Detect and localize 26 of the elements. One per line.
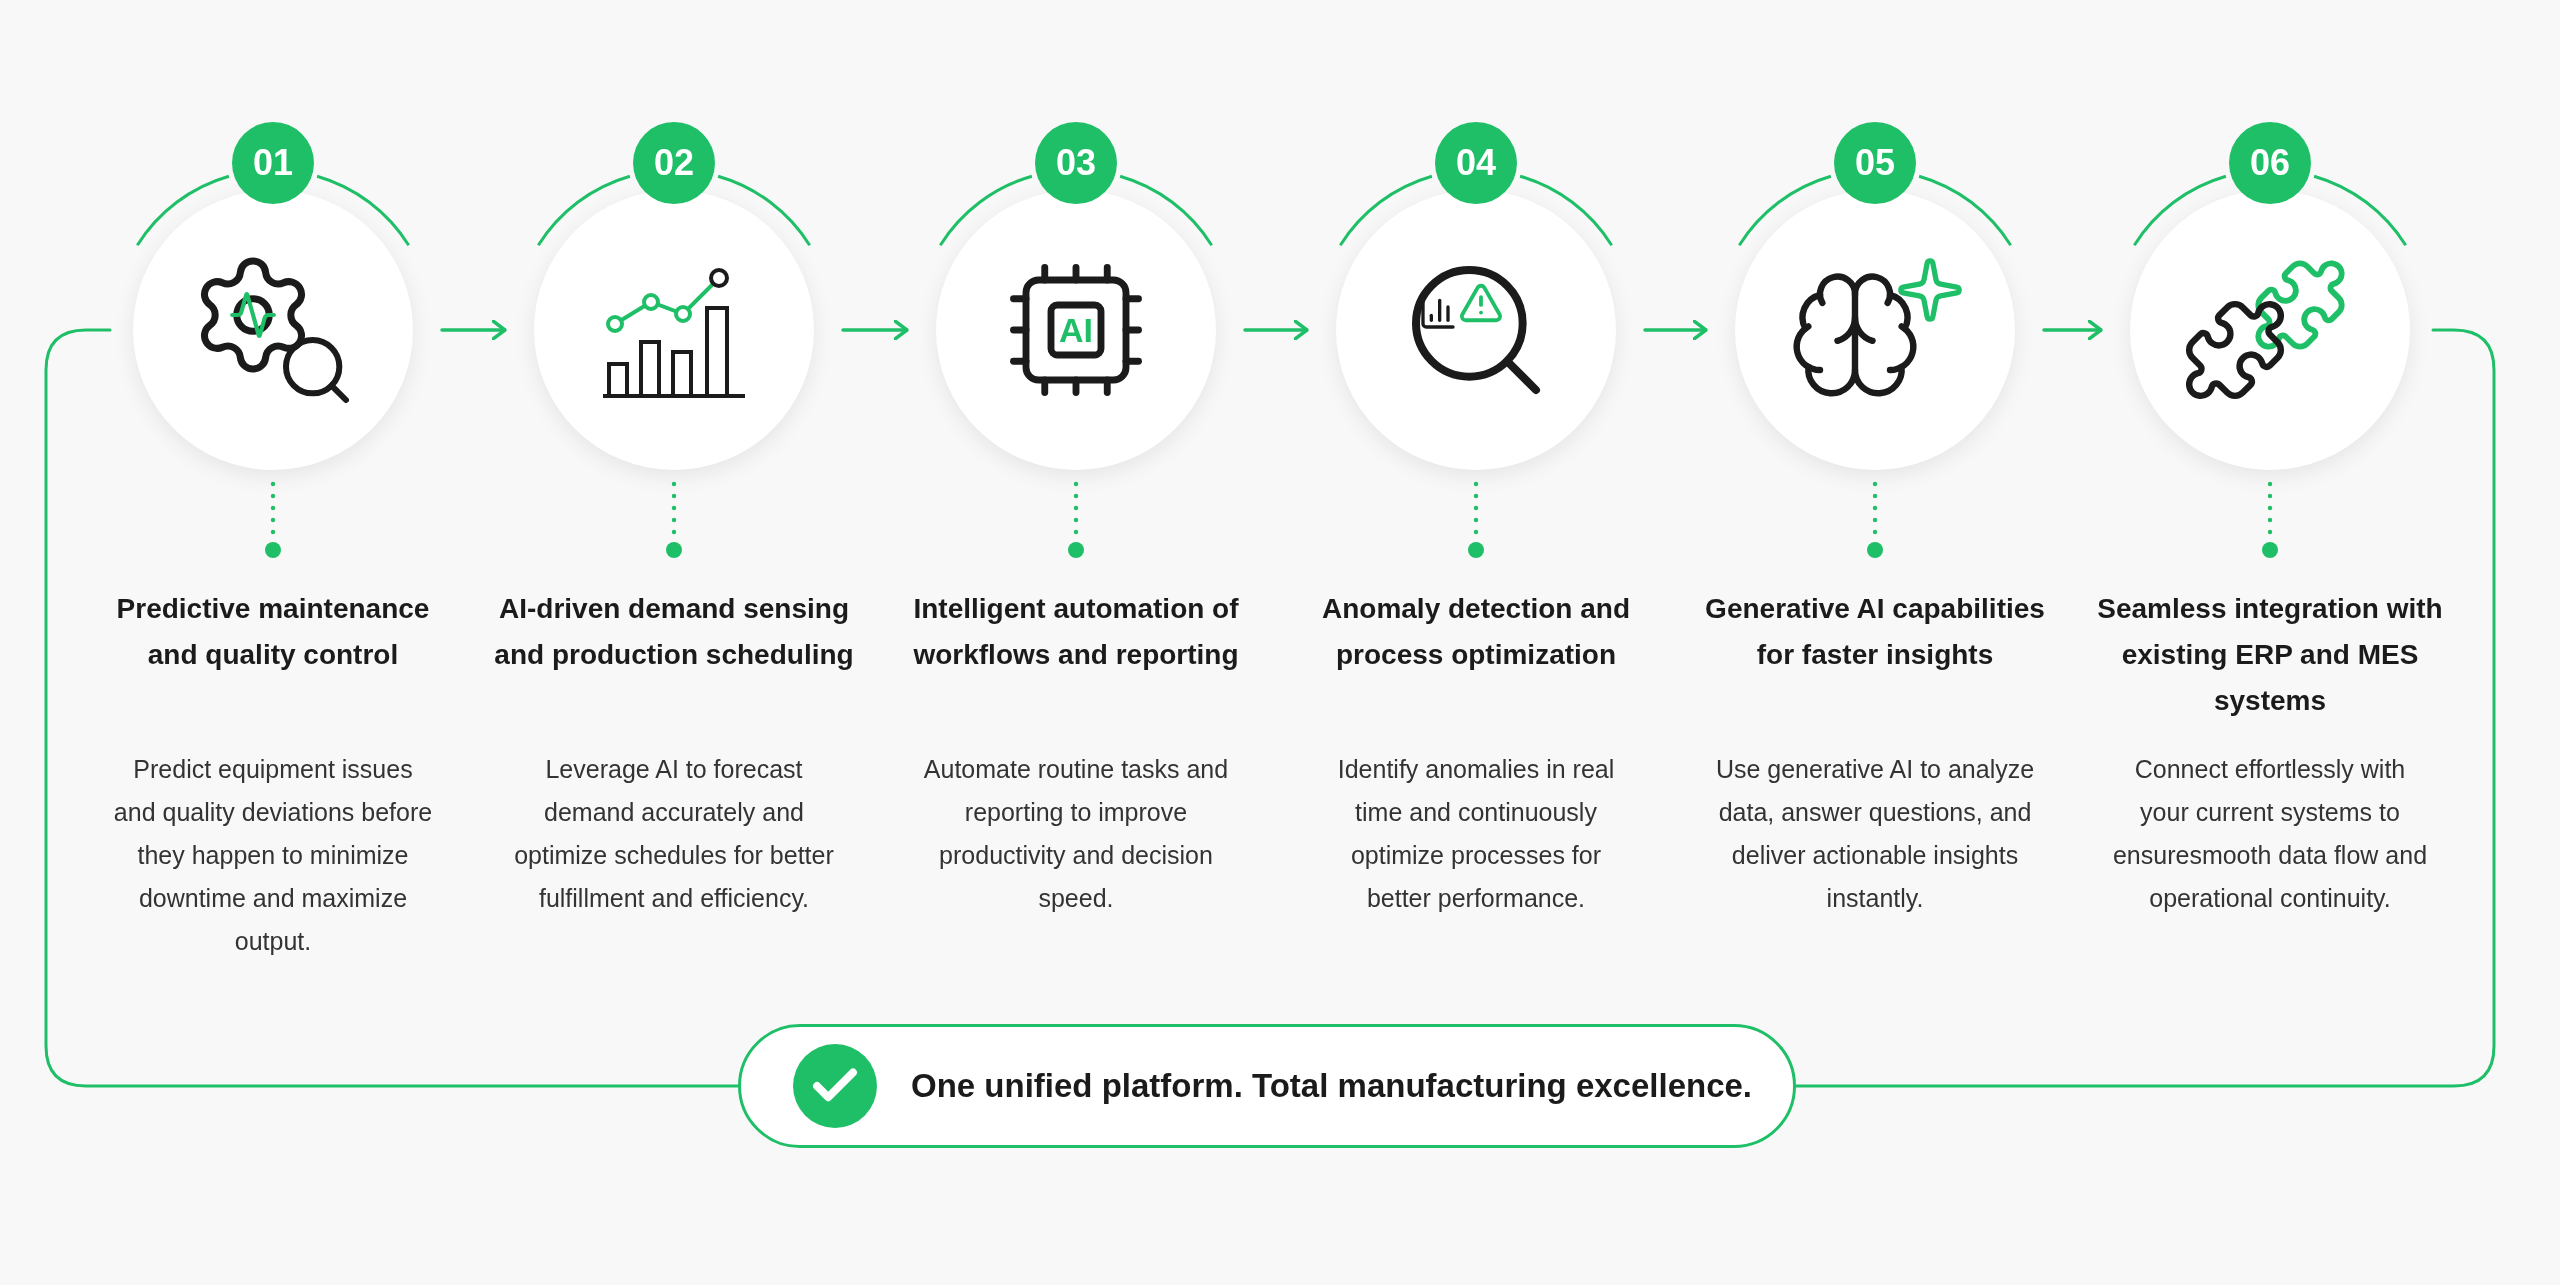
step-description: Predict equipment issues and quality deviations before they happen to minimize downtime and maximize output.: [113, 754, 433, 957]
step-description: Leverage AI to forecast demand accurately and optimize schedules for better fulfillment and efficiency.: [514, 754, 834, 914]
step-number-badge: 02: [633, 122, 715, 204]
step-heading: Predictive maintenance and quality control: [115, 592, 431, 672]
arrow: [2042, 319, 2103, 341]
arrow: [841, 319, 909, 341]
step-heading: Intelligent automation of workflows and reporting: [912, 592, 1240, 672]
step-description: Connect effortlessly with your current systems to ensuresmooth data flow and operational continuity.: [2111, 754, 2429, 914]
step-heading: Anomaly detection and process optimization: [1320, 592, 1631, 672]
step-heading: Seamless integration with existing ERP and MES systems: [2096, 592, 2444, 718]
arrow: [1643, 319, 1708, 341]
step-number-badge: 03: [1035, 122, 1117, 204]
step-number-badge: 04: [1435, 122, 1517, 204]
step-heading: AI-driven demand sensing and production scheduling: [494, 592, 854, 672]
arrow: [440, 319, 507, 341]
step-number-badge: 01: [232, 122, 314, 204]
step-number-badge: 05: [1834, 122, 1916, 204]
step-heading: Generative AI capabilities for faster insights: [1704, 592, 2046, 672]
step-description: Use generative AI to analyze data, answer questions, and deliver actionable insights instantly.: [1715, 754, 2035, 914]
step-description: Automate routine tasks and reporting to improve productivity and decision speed.: [922, 754, 1230, 914]
summary-text: One unified platform. Total manufacturing excellence.: [911, 1067, 1753, 1105]
step-description: Identify anomalies in real time and continuously optimize processes for better performance.: [1336, 754, 1616, 914]
arrow: [1243, 319, 1309, 341]
connector-line: [44, 328, 740, 1088]
step-number-badge: 06: [2229, 122, 2311, 204]
connector-line: [1794, 328, 2496, 1088]
